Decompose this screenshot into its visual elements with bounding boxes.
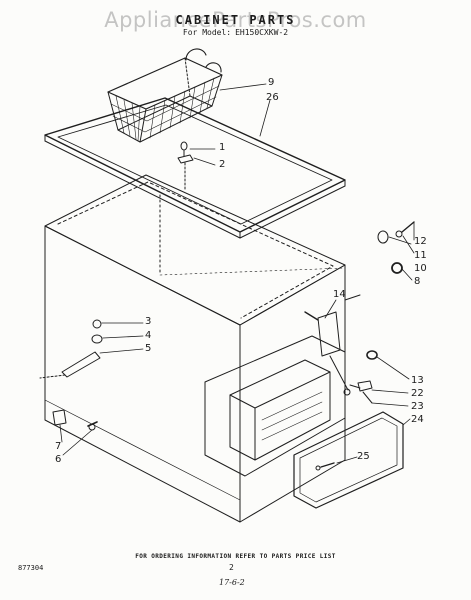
callout-14: 14	[333, 289, 346, 300]
lid-latch-parts	[177, 141, 194, 191]
model-line: For Model:EH150CXKW-2	[0, 28, 471, 37]
access-panel	[293, 411, 404, 509]
model-number: EH150CXKW-2	[235, 28, 289, 37]
cabinet-body	[44, 174, 361, 523]
callout-7: 7	[55, 441, 62, 452]
callout-4: 4	[145, 330, 152, 341]
diagram-title: CABINET PARTS	[175, 13, 296, 27]
model-prefix: For Model:	[182, 28, 232, 37]
callout-3: 3	[145, 316, 152, 327]
callout-9: 9	[268, 77, 275, 88]
callout-leaders	[59, 83, 415, 464]
lid-gasket	[44, 97, 346, 239]
page-number: 2	[229, 563, 234, 572]
date-code: 17-6-2	[219, 578, 245, 587]
callout-13: 13	[411, 375, 424, 386]
callout-12: 12	[414, 236, 427, 247]
callout-23: 23	[411, 401, 424, 412]
callout-22: 22	[411, 388, 424, 399]
callout-26: 26	[266, 92, 279, 103]
callout-1: 1	[219, 142, 226, 153]
callout-8: 8	[414, 276, 421, 287]
leveling-foot	[52, 409, 98, 431]
control-assembly	[304, 311, 378, 404]
callout-10: 10	[414, 263, 427, 274]
compressor-compartment	[204, 335, 346, 477]
callout-6: 6	[55, 454, 62, 465]
callout-25: 25	[357, 451, 370, 462]
callout-11: 11	[414, 250, 427, 261]
callout-2: 2	[219, 159, 226, 170]
hinge-hardware	[377, 221, 415, 274]
callout-5: 5	[145, 343, 152, 354]
document-number: 877304	[18, 564, 44, 572]
callout-24: 24	[411, 414, 424, 425]
storage-basket	[107, 48, 223, 143]
ordering-info: FOR ORDERING INFORMATION REFER TO PARTS …	[135, 553, 336, 560]
drain-assembly	[39, 319, 103, 379]
